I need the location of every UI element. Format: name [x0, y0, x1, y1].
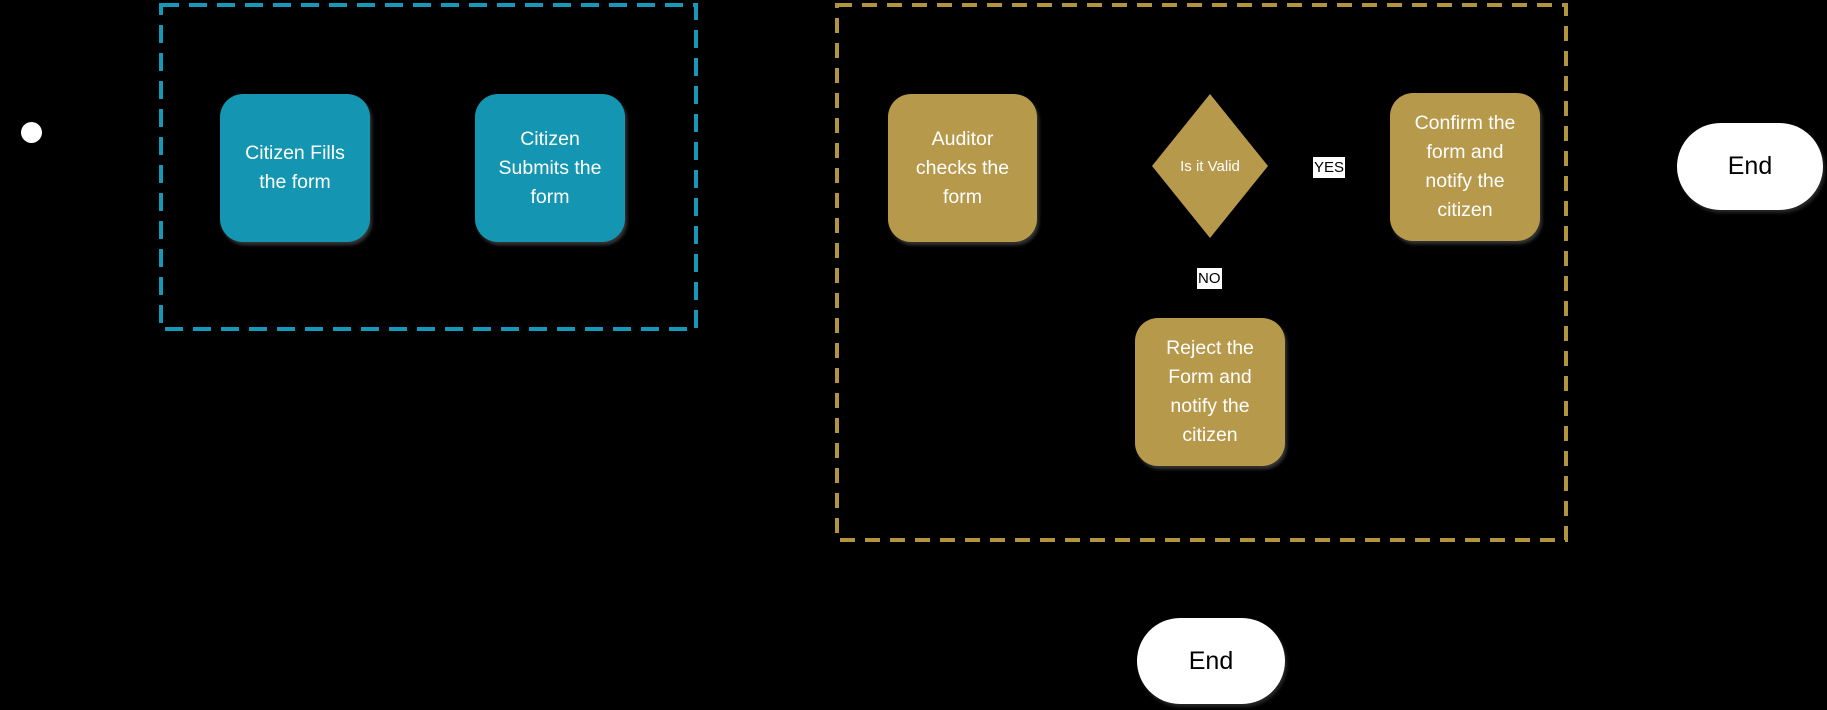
- end-label: End: [1727, 152, 1773, 180]
- decision-label: Is it Valid: [1180, 157, 1240, 175]
- start-event-circle[interactable]: [21, 122, 42, 143]
- edge-label-yes[interactable]: YES: [1313, 157, 1346, 178]
- task-reject-and-notify[interactable]: Reject the Form and notify the citizen: [1135, 318, 1285, 466]
- task-auditor-checks-form[interactable]: Auditor checks the form: [888, 94, 1037, 242]
- citizen-lane-border: [159, 3, 698, 331]
- task-label: Auditor checks the form: [915, 127, 1010, 208]
- auditor-lane-container[interactable]: [835, 3, 1568, 542]
- task-label: Citizen Submits the form: [498, 127, 602, 208]
- auditor-lane-border: [835, 3, 1568, 542]
- task-label: Citizen Fills the form: [245, 142, 345, 193]
- task-label: Confirm the form and notify the citizen: [1414, 112, 1516, 221]
- task-citizen-submits-form[interactable]: Citizen Submits the form: [475, 94, 625, 242]
- task-citizen-fills-form[interactable]: Citizen Fills the form: [220, 94, 370, 242]
- citizen-lane-container[interactable]: [159, 3, 698, 331]
- task-label: Reject the Form and notify the citizen: [1166, 337, 1254, 446]
- end-label: End: [1188, 646, 1234, 675]
- edge-label-no[interactable]: NO: [1197, 268, 1222, 289]
- end-event-right[interactable]: End: [1677, 123, 1823, 210]
- end-event-bottom[interactable]: End: [1137, 618, 1285, 704]
- task-confirm-and-notify[interactable]: Confirm the form and notify the citizen: [1390, 93, 1540, 241]
